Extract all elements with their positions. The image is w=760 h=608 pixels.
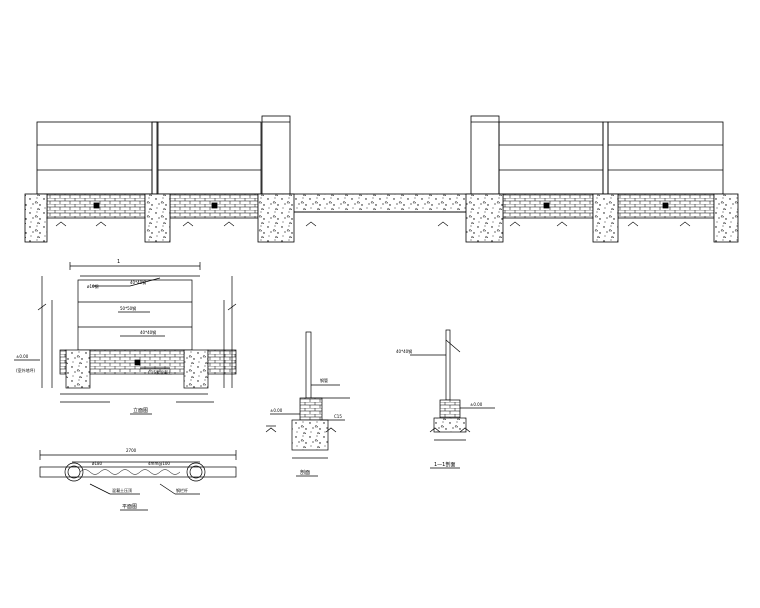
- ground-hatch: [55, 221, 691, 227]
- detail-pier-right: [183, 349, 209, 389]
- footing-5: [592, 193, 619, 243]
- callout-rail-lower: 40*40钢: [140, 329, 156, 335]
- footing-4: [465, 193, 504, 243]
- section-b-ground: ±0.00: [470, 402, 483, 407]
- section-b-labels: 40*40钢 ±0.00 1—1剖面: [396, 348, 483, 468]
- gate-threshold: [289, 193, 472, 213]
- callout-rail-upper: 40*40钢: [130, 279, 146, 285]
- callout-footing: C15素混凝土: [148, 369, 172, 375]
- callout-rail-mid: 50*50钢: [120, 305, 136, 311]
- plan-labels: 2700 4mm@100 ø180 混凝土压顶 钢栏杆 平面图: [92, 448, 188, 510]
- section-b-rail: 40*40钢: [396, 348, 412, 354]
- plan-pier-left: [64, 462, 84, 482]
- plan-span: 2700: [126, 448, 137, 453]
- callout-ground-mark: ±0.00: [16, 354, 29, 359]
- plan-pitch: 4mm@100: [148, 461, 170, 466]
- section-b-caption: 1—1剖面: [434, 461, 455, 468]
- plan-pier-callout: ø180: [92, 461, 103, 466]
- footing-1: [24, 193, 48, 243]
- rail-panel-left-2: [157, 121, 262, 195]
- section-a-labels: 钢管 ±0.00 C15 剖面: [270, 377, 342, 476]
- gate-pillar-right: [470, 115, 500, 195]
- plan-view: [39, 450, 237, 495]
- plan-rail-callout: 钢栏杆: [176, 487, 188, 493]
- section-a-top: 钢管: [320, 377, 328, 383]
- section-a-base: C15: [334, 414, 342, 419]
- section-a: [265, 331, 350, 459]
- gate-pillar-left: [261, 115, 291, 195]
- main-elevation: [24, 115, 739, 243]
- section-a-caption: 剖面: [300, 469, 310, 476]
- footing-6: [713, 193, 739, 243]
- section-b: [410, 329, 495, 441]
- detail-rail-frame: [77, 279, 193, 351]
- callout-ground-note: (室外地坪): [16, 367, 36, 373]
- detail-top-span: 1: [117, 259, 120, 265]
- rail-panel-right-2: [607, 121, 724, 195]
- plan-caption: 平面图: [122, 504, 137, 510]
- footing-3: [257, 193, 295, 243]
- detail-elevation-caption: 立面图: [133, 407, 148, 414]
- plan-pier-right: [186, 462, 206, 482]
- rail-post-right-1: [602, 121, 609, 195]
- detail-elevation: [14, 262, 237, 403]
- footing-2: [144, 193, 171, 243]
- section-a-ground: ±0.00: [270, 408, 283, 413]
- detail-elevation-labels: 1 ø10钢 40*40钢 50*50钢 40*40钢 ±0.00 (室外地坪)…: [16, 259, 172, 414]
- detail-pier-left: [65, 349, 91, 389]
- rail-panel-right-1: [498, 121, 604, 195]
- callout-pipe-top: ø10钢: [87, 283, 99, 289]
- rail-panel-left-1: [36, 121, 153, 195]
- rail-post-left-1: [151, 121, 158, 195]
- plan-plate-callout: 混凝土压顶: [112, 487, 132, 493]
